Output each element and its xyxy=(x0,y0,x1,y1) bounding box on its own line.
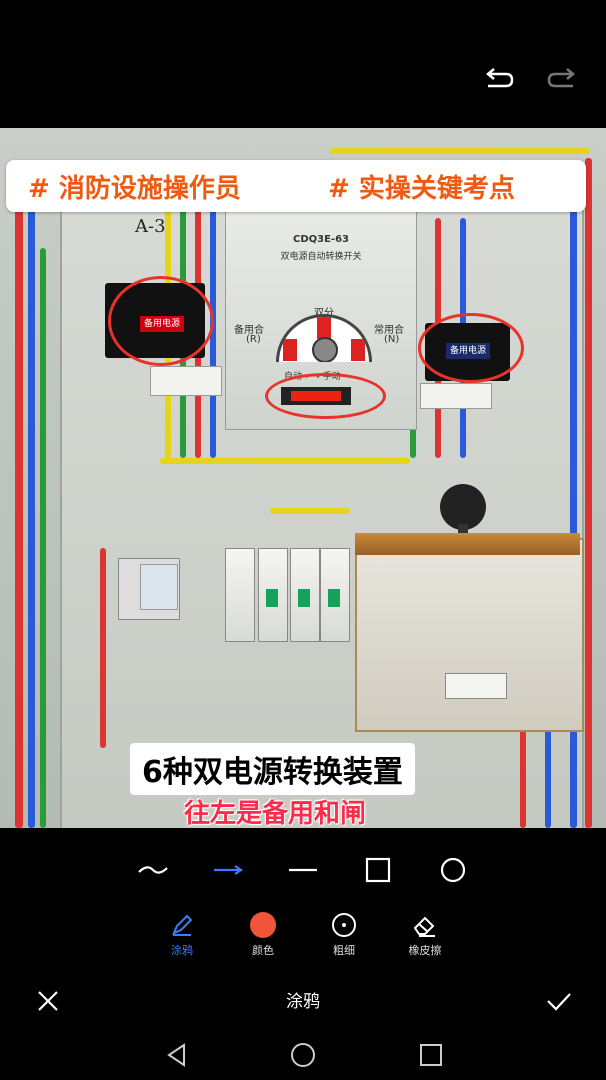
dial-marker xyxy=(351,339,365,361)
wave-line-icon[interactable] xyxy=(133,854,173,886)
title-banner: # 消防设施操作员 # 实操关键考点 xyxy=(6,160,586,212)
wire xyxy=(40,248,46,828)
panel-marking: A-3 xyxy=(135,216,166,237)
caption-main: 6种双电源转换装置 xyxy=(130,743,415,795)
system-nav-bar xyxy=(0,1030,606,1080)
recents-icon[interactable] xyxy=(416,1040,446,1070)
ats-normal-n: (N) xyxy=(384,334,400,345)
wire xyxy=(330,148,590,154)
tool-doodle[interactable]: 涂鸦 xyxy=(147,910,217,960)
ats-model: CDQ3E-63 xyxy=(293,234,349,245)
top-bar xyxy=(0,0,606,128)
pen-icon xyxy=(147,910,217,940)
knife-switch-bar xyxy=(355,533,580,555)
ats-backup-label: 备用合 xyxy=(234,325,264,336)
wire xyxy=(520,728,526,828)
wire xyxy=(570,168,577,828)
wire xyxy=(15,188,23,828)
thickness-icon xyxy=(309,910,379,940)
tool-color-label: 颜色 xyxy=(252,944,274,957)
mcb xyxy=(225,548,255,642)
editor-bottom-bar: 涂鸦 xyxy=(0,975,606,1025)
tool-eraser-label: 橡皮擦 xyxy=(408,944,442,957)
shape-toolbar xyxy=(0,840,606,900)
tool-color[interactable]: 颜色 xyxy=(228,910,298,960)
wire xyxy=(545,728,551,828)
ats-normal-label: 常用合 xyxy=(374,325,404,336)
knife-switch-handle xyxy=(440,484,486,530)
eraser-icon xyxy=(390,910,460,940)
undo-icon[interactable] xyxy=(480,62,516,98)
ats-dial xyxy=(276,314,372,362)
wire xyxy=(160,458,410,464)
wire xyxy=(270,508,350,514)
circle-icon[interactable] xyxy=(433,854,473,886)
arrow-line-icon[interactable] xyxy=(208,854,248,886)
editor-title: 涂鸦 xyxy=(286,992,320,1012)
annotation-circle xyxy=(418,313,524,383)
ats-subtitle: 双电源自动转换开关 xyxy=(280,252,362,262)
knife-switch-label xyxy=(445,673,507,699)
home-icon[interactable] xyxy=(288,1040,318,1070)
wire xyxy=(585,158,592,828)
wire xyxy=(100,548,106,748)
annotation-circle xyxy=(265,373,386,419)
breaker-terminals xyxy=(150,366,222,396)
banner-left-text: # 消防设施操作员 xyxy=(28,174,241,204)
dial-knob xyxy=(312,337,338,362)
wire xyxy=(28,208,35,828)
banner-right-text: # 实操关键考点 xyxy=(328,174,515,204)
annotation-circle xyxy=(108,276,214,366)
dial-marker xyxy=(317,317,331,339)
ats-backup-r: (R) xyxy=(246,334,261,345)
caption-sub: 往左是备用和闸 xyxy=(184,799,367,828)
relay-core xyxy=(140,564,178,610)
close-icon[interactable] xyxy=(32,985,64,1017)
tool-thickness[interactable]: 粗细 xyxy=(309,910,379,960)
rectangle-icon[interactable] xyxy=(358,854,398,886)
dial-marker xyxy=(283,339,297,361)
mcb xyxy=(320,548,350,642)
redo-icon[interactable] xyxy=(545,62,581,98)
straight-line-icon[interactable] xyxy=(283,854,323,886)
color-dot-icon xyxy=(228,910,298,940)
breaker-terminals xyxy=(420,383,492,409)
tool-doodle-label: 涂鸦 xyxy=(171,944,193,957)
tool-thickness-label: 粗细 xyxy=(333,944,355,957)
tool-eraser[interactable]: 橡皮擦 xyxy=(390,910,460,960)
back-icon[interactable] xyxy=(162,1040,192,1070)
mcb xyxy=(258,548,288,642)
knife-switch xyxy=(355,538,584,732)
mcb xyxy=(290,548,320,642)
check-icon[interactable] xyxy=(543,985,575,1017)
photo-canvas[interactable]: A-3 备用电源 CDQ3E-63 双电源自动转换开关 双分 备用合 (R) 常… xyxy=(0,128,606,828)
